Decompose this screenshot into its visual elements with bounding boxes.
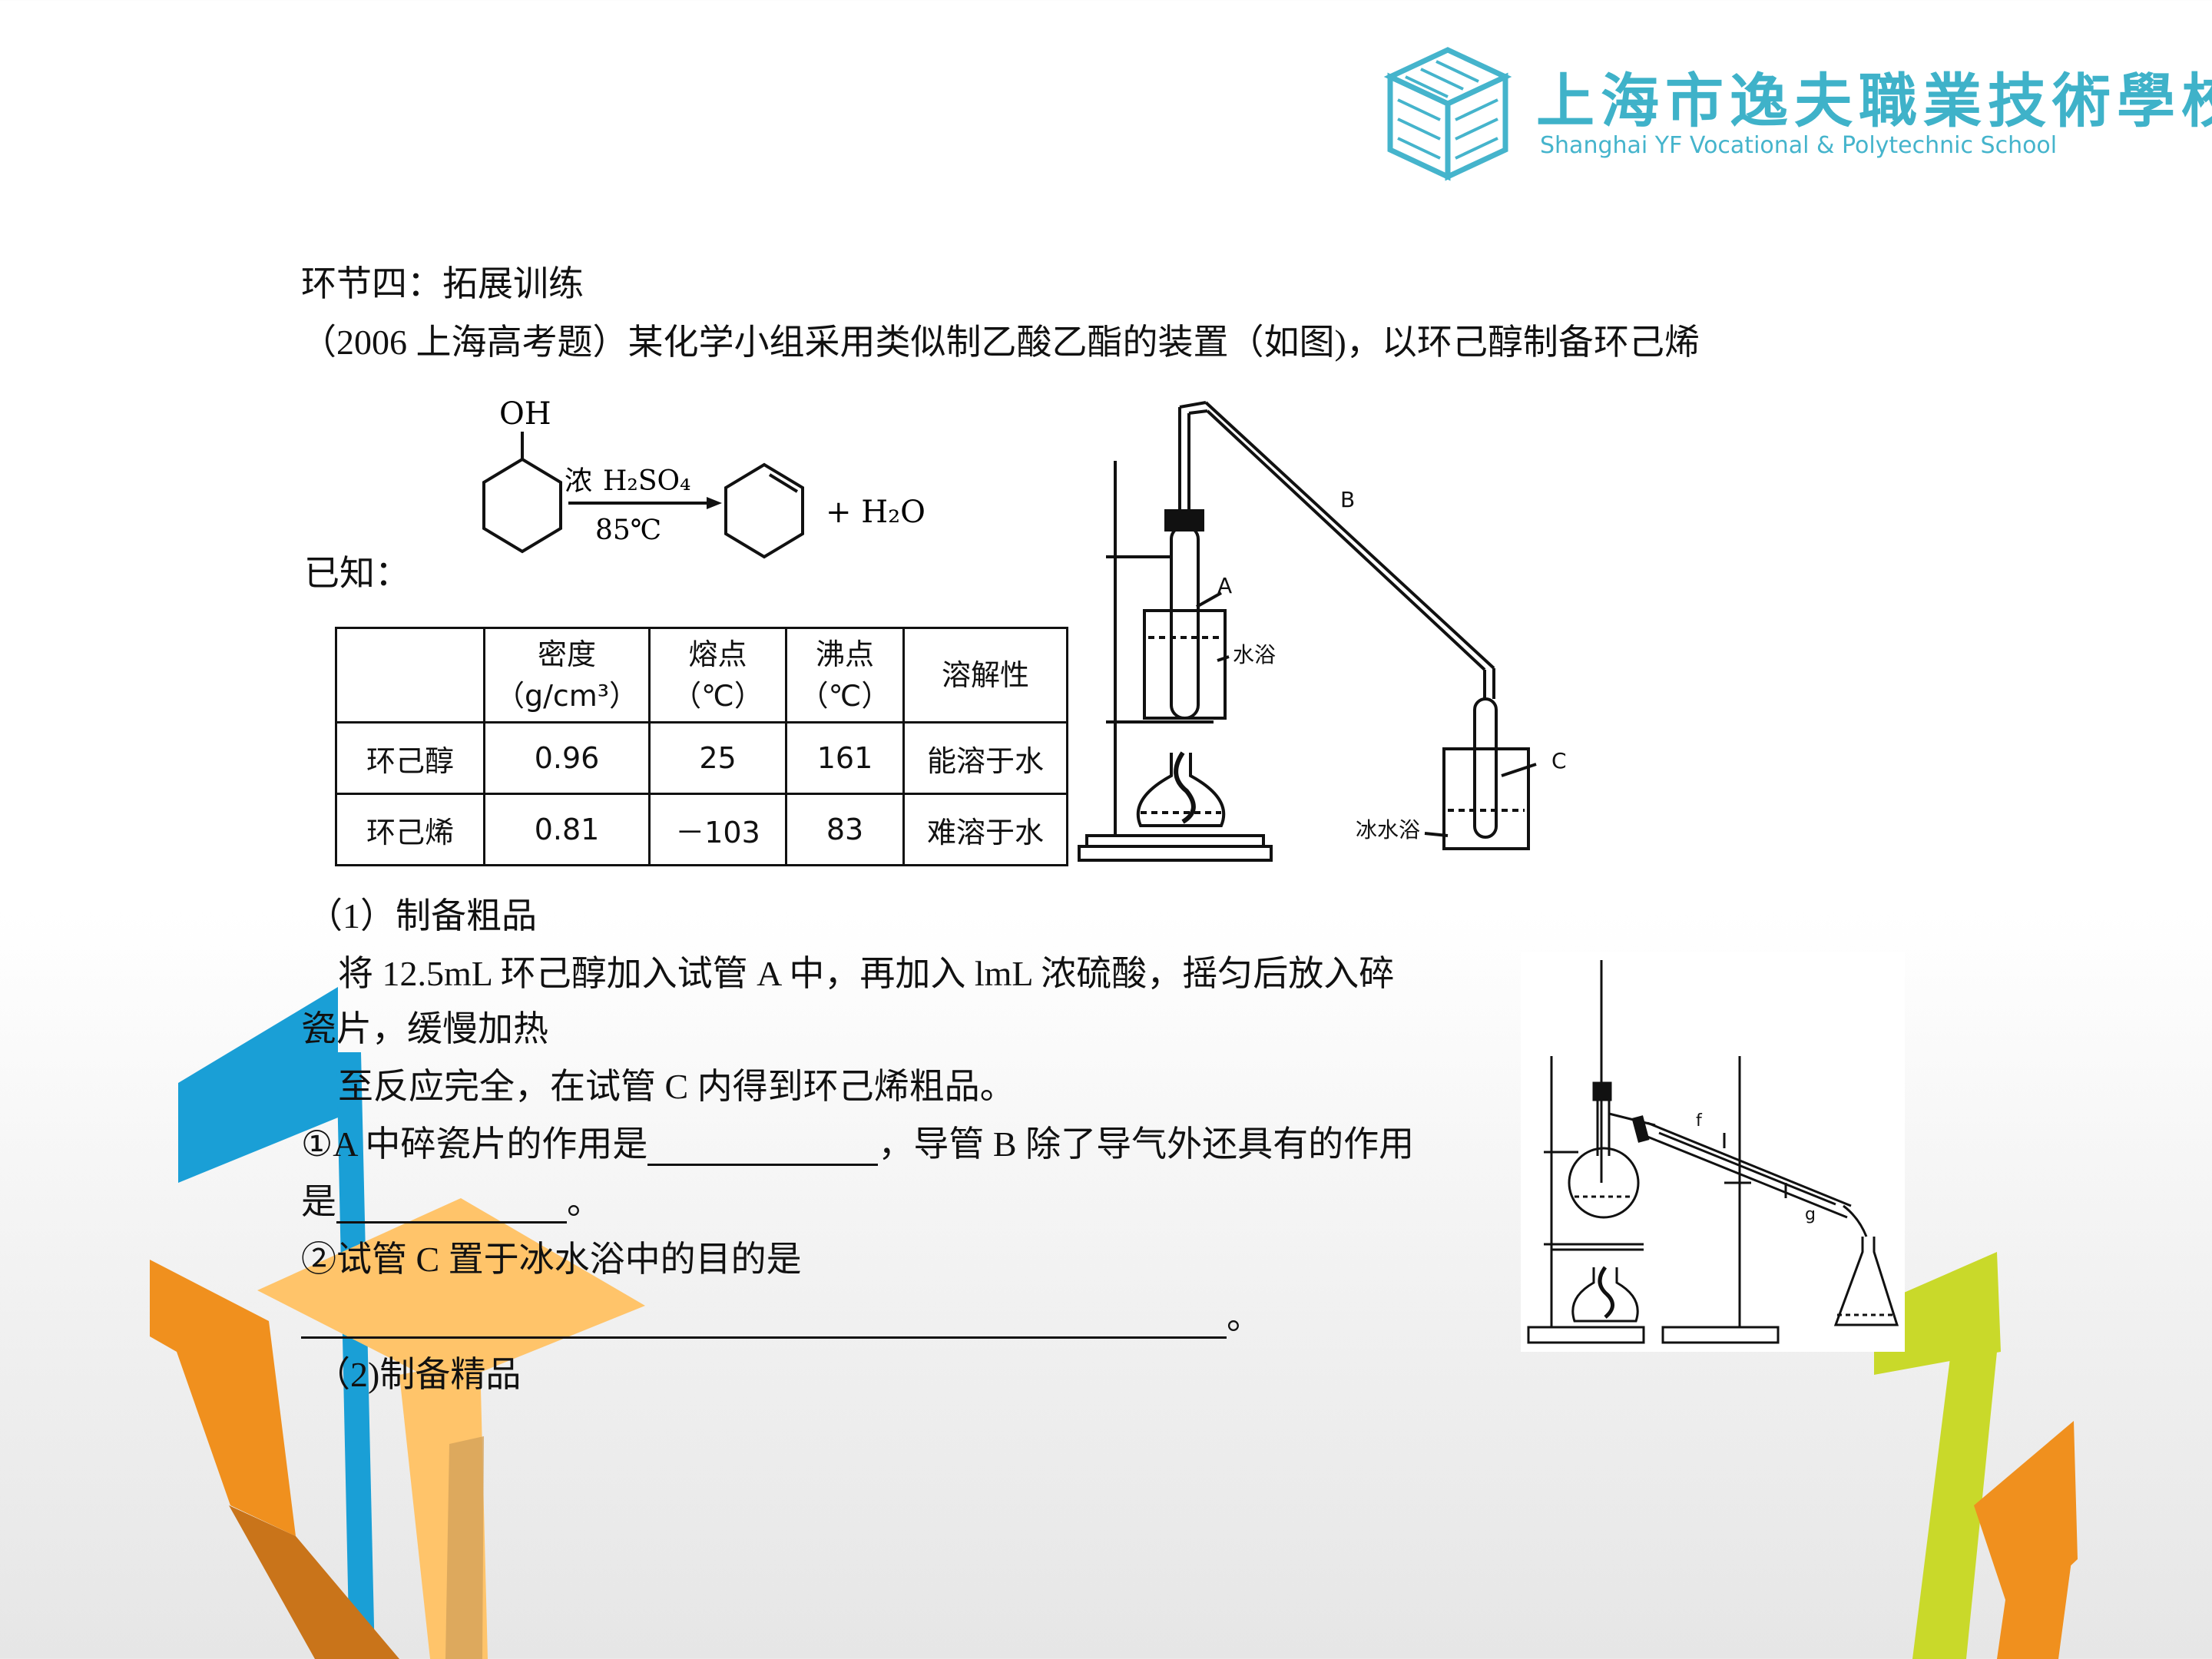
problem-intro: （2006 上海高考题）某化学小组采用类似制乙酸乙酯的装置（如图)，以环己醇制备… bbox=[301, 323, 1700, 362]
label-a: A bbox=[1217, 573, 1232, 598]
question-1b-end: 。 bbox=[1227, 1297, 1262, 1336]
deco-orange-stem bbox=[229, 1505, 399, 1659]
question-1b-answer-line: 。 bbox=[301, 1296, 1262, 1339]
table-cell: 能溶于水 bbox=[902, 721, 1068, 795]
known-label: 已知： bbox=[304, 552, 410, 594]
question-1-line-2: 瓷片，缓慢加热 bbox=[301, 1009, 548, 1048]
question-2-title: （2)制备精品 bbox=[315, 1355, 522, 1394]
table-row: 环己醇 0.96 25 161 能溶于水 bbox=[335, 721, 1068, 795]
answer-blank-3[interactable] bbox=[301, 1300, 1227, 1339]
table-cell: 0.96 bbox=[483, 721, 651, 795]
deco-blue-stem bbox=[336, 1052, 375, 1659]
deco-orange-shape bbox=[150, 1260, 296, 1536]
reagent-prefix: 浓 bbox=[565, 465, 592, 497]
hydroxyl-label: OH bbox=[499, 396, 551, 432]
header-cell-boiling-point: 沸点（℃） bbox=[785, 627, 905, 724]
question-1a-part-2: ，导管 B 除了导气外还具有的作用 bbox=[878, 1124, 1415, 1164]
header-cell-solubility: 溶解性 bbox=[902, 627, 1068, 724]
water-product: + H₂O bbox=[826, 495, 926, 530]
question-1-title: （1）制备粗品 bbox=[307, 896, 537, 935]
header-cell bbox=[335, 627, 485, 724]
table-cell: 环己醇 bbox=[335, 721, 485, 795]
cyclohexene-ring bbox=[724, 462, 804, 559]
deco-orange-right-stem bbox=[1997, 1544, 2074, 1659]
label-water-bath: 水浴 bbox=[1233, 642, 1276, 667]
reaction-scheme: OH 浓 H₂SO₄ 85℃ + H₂O bbox=[482, 396, 926, 559]
label-g: g bbox=[1805, 1205, 1816, 1224]
apparatus-diagram-2: f g bbox=[1521, 952, 1905, 1352]
deco-yellow-green-stem bbox=[1912, 1352, 1997, 1659]
table-cell: 25 bbox=[648, 721, 787, 795]
properties-table: 密度（g/cm³） 熔点（℃） 沸点（℃） 溶解性 环己醇 0.96 25 16… bbox=[335, 627, 1068, 866]
question-1a-part-1: ①A 中碎瓷片的作用是 bbox=[301, 1124, 648, 1164]
section-title: 环节四：拓展训练 bbox=[301, 264, 584, 303]
question-1a: ①A 中碎瓷片的作用是 ，导管 B 除了导气外还具有的作用 bbox=[301, 1123, 1414, 1166]
question-1a-end: 。 bbox=[567, 1182, 602, 1221]
deco-yellow-green-shape bbox=[1874, 1252, 2001, 1375]
table-cell: 环己烯 bbox=[335, 793, 485, 866]
answer-blank-2[interactable] bbox=[336, 1184, 567, 1224]
deco-blue-shape bbox=[178, 987, 338, 1183]
table-cell: 161 bbox=[785, 721, 905, 795]
reagent-label: H₂SO₄ bbox=[603, 465, 690, 497]
question-1a-continued: 是。 bbox=[301, 1181, 602, 1224]
logo-english-name: Shanghai YF Vocational & Polytechnic Sch… bbox=[1540, 132, 2058, 159]
question-1b: ②试管 C 置于冰水浴中的目的是 bbox=[301, 1240, 802, 1279]
logo-cube-icon bbox=[1383, 47, 1512, 181]
label-ice-bath: 冰水浴 bbox=[1356, 817, 1420, 843]
question-1-line-1: 将 12.5mL 环己醇加入试管 A 中，再加入 lmL 浓硫酸，摇匀后放入碎 bbox=[338, 954, 1395, 993]
label-c: C bbox=[1551, 748, 1567, 773]
logo-chinese-name: 上海市逸夫職業技術學校 bbox=[1536, 67, 2212, 135]
table-header-row: 密度（g/cm³） 熔点（℃） 沸点（℃） 溶解性 bbox=[335, 627, 1068, 724]
table-cell: 83 bbox=[785, 793, 905, 866]
deco-tan-stem bbox=[445, 1436, 484, 1659]
question-1-line-3: 至反应完全，在试管 C 内得到环己烯粗品。 bbox=[338, 1067, 1015, 1106]
deco-light-orange-diamond bbox=[257, 1198, 645, 1386]
question-1a-part-3: 是 bbox=[301, 1182, 336, 1221]
table-row: 环己烯 0.81 －103 83 难溶于水 bbox=[335, 793, 1068, 866]
apparatus-diagram-1: B A 水浴 C 冰水浴 bbox=[1078, 401, 1567, 862]
label-f: f bbox=[1696, 1111, 1703, 1131]
cyclohexanol-ring bbox=[482, 457, 562, 554]
header-cell-density: 密度（g/cm³） bbox=[483, 627, 651, 724]
label-b: B bbox=[1340, 487, 1355, 512]
header-cell-melting-point: 熔点（℃） bbox=[648, 627, 787, 724]
table-cell: 难溶于水 bbox=[902, 793, 1068, 866]
table-cell: 0.81 bbox=[483, 793, 651, 866]
reaction-temperature: 85℃ bbox=[595, 515, 661, 546]
table-cell: －103 bbox=[648, 793, 787, 866]
answer-blank-1[interactable] bbox=[647, 1127, 879, 1166]
